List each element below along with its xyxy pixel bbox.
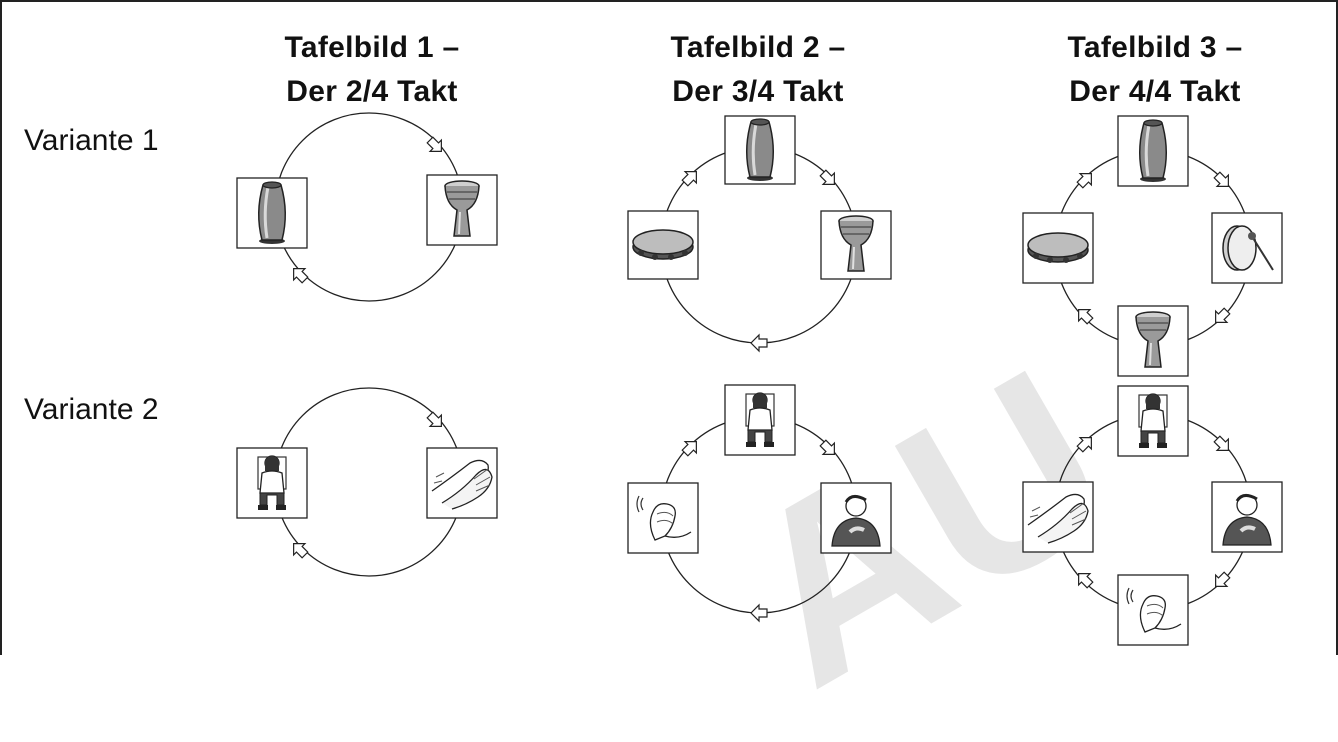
row-label-variante-1: Variante 1 xyxy=(24,124,159,157)
tambourine-icon xyxy=(1022,212,1094,284)
djembe-icon xyxy=(426,174,498,246)
heading-line-1: Tafelbild 1 – xyxy=(284,31,460,64)
heading-line-2: Der 4/4 Takt xyxy=(1069,75,1241,108)
cycle-tafelbild-3-variante-1 xyxy=(1022,115,1283,377)
heading-line-1: Tafelbild 3 – xyxy=(1067,31,1243,64)
conga-icon xyxy=(1117,115,1189,187)
worksheet-frame xyxy=(0,0,1338,655)
djembe-icon xyxy=(820,210,892,280)
snapping-fingers-icon xyxy=(627,482,699,554)
person-hand-on-chest-icon xyxy=(820,482,892,554)
seated-person-icon xyxy=(724,384,796,456)
hand-drum-icon xyxy=(1211,212,1283,284)
heading-line-1: Tafelbild 2 – xyxy=(670,31,846,64)
cycle-tafelbild-2-variante-1 xyxy=(627,115,892,352)
snapping-fingers-icon xyxy=(1117,574,1189,646)
person-hand-on-chest-icon xyxy=(1211,481,1283,553)
heading-line-2: Der 2/4 Takt xyxy=(286,75,458,108)
conga-icon xyxy=(236,177,308,249)
heading-tafelbild-2: Tafelbild 2 – Der 3/4 Takt xyxy=(618,26,898,114)
djembe-icon xyxy=(1117,305,1189,377)
heading-tafelbild-1: Tafelbild 1 – Der 2/4 Takt xyxy=(232,26,512,114)
heading-tafelbild-3: Tafelbild 3 – Der 4/4 Takt xyxy=(1015,26,1295,114)
clapping-hands-icon xyxy=(1022,481,1094,553)
tambourine-icon xyxy=(627,210,699,280)
cycle-diagrams xyxy=(236,112,1283,646)
row-label-variante-2: Variante 2 xyxy=(24,393,159,426)
cycle-tafelbild-2-variante-2 xyxy=(627,384,892,622)
cycle-tafelbild-3-variante-2 xyxy=(1022,385,1283,646)
seated-person-icon xyxy=(236,447,308,519)
heading-line-2: Der 3/4 Takt xyxy=(672,75,844,108)
seated-person-icon xyxy=(1117,385,1189,457)
clapping-hands-icon xyxy=(426,447,498,519)
conga-icon xyxy=(724,115,796,185)
cycle-tafelbild-1-variante-1 xyxy=(236,112,498,302)
cycle-tafelbild-1-variante-2 xyxy=(236,387,498,577)
